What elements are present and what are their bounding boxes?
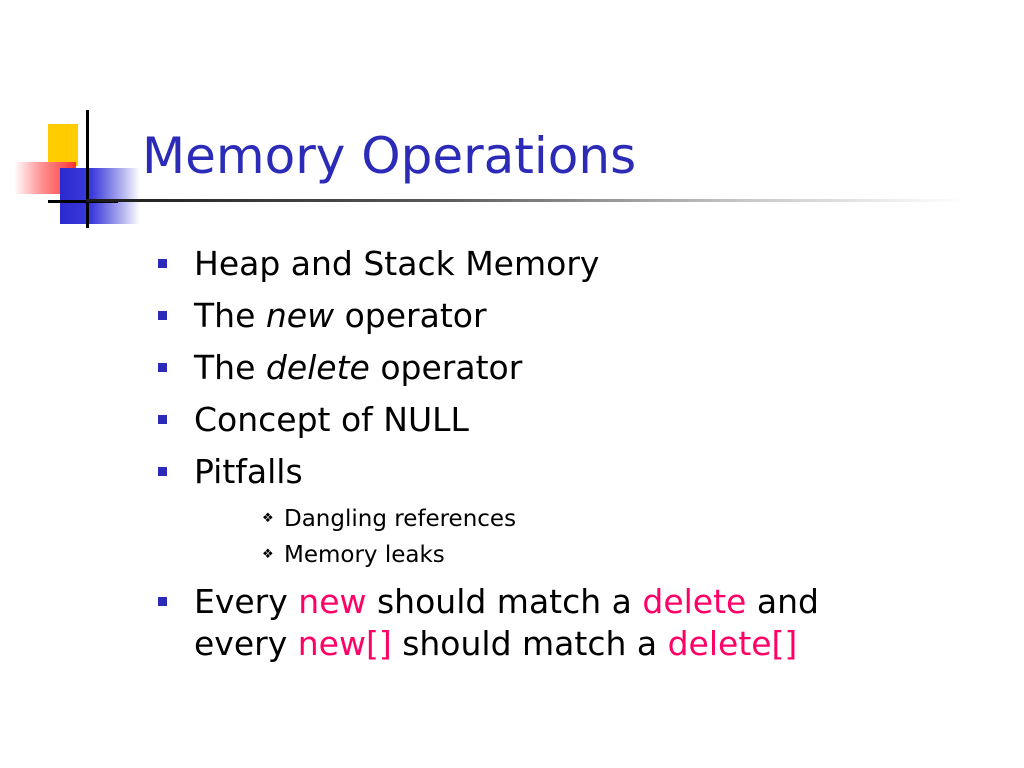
bullet-text-line-2: every new[] should match a delete[] bbox=[194, 624, 798, 663]
square-bullet-icon bbox=[158, 597, 167, 606]
diamond-bullet-icon: ❖ bbox=[262, 547, 274, 562]
logo-blue-square bbox=[60, 168, 140, 224]
bullet-text-line-1: Every new should match a delete and bbox=[194, 582, 819, 621]
bullet-text: The new operator bbox=[194, 296, 487, 335]
square-bullet-icon bbox=[158, 363, 167, 372]
sub-bullet-text: Dangling references bbox=[284, 506, 517, 532]
logo-yellow-square bbox=[48, 124, 78, 166]
title-underline bbox=[86, 199, 966, 202]
square-bullet-icon bbox=[158, 311, 167, 320]
slide-title: Memory Operations bbox=[142, 127, 637, 185]
bullet-text: The delete operator bbox=[194, 348, 523, 387]
square-bullet-icon bbox=[158, 259, 167, 268]
corner-logo bbox=[0, 0, 160, 240]
square-bullet-icon bbox=[158, 415, 167, 424]
sub-bullet-text: Memory leaks bbox=[284, 542, 445, 568]
bullet-text: Heap and Stack Memory bbox=[194, 244, 600, 283]
logo-vertical-line bbox=[86, 110, 89, 228]
logo-horizontal-line bbox=[48, 200, 118, 203]
diamond-bullet-icon: ❖ bbox=[262, 511, 274, 526]
bullet-text: Pitfalls bbox=[194, 452, 303, 491]
bullet-text: Concept of NULL bbox=[194, 400, 469, 439]
square-bullet-icon bbox=[158, 467, 167, 476]
